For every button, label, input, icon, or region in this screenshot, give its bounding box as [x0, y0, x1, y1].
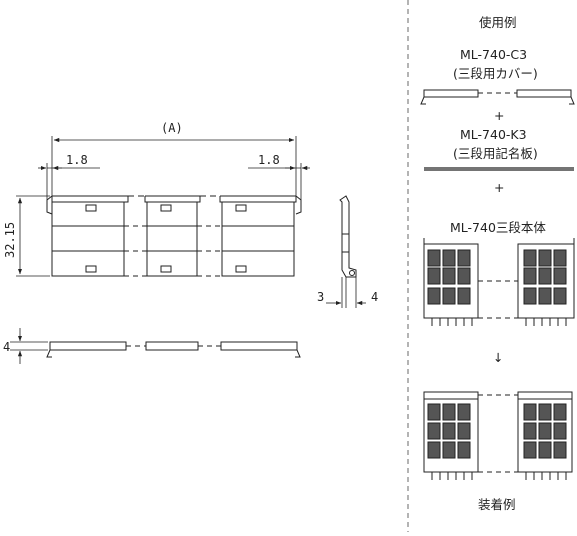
- dimension-left-label: 1.8: [66, 153, 88, 167]
- terminal-body-part: [423, 238, 575, 326]
- bottom-view: [10, 328, 301, 364]
- body-name-label: ML-740三段本体: [450, 220, 546, 235]
- assembled-example-label: 装着例: [478, 497, 516, 512]
- dimension-a-label: (A): [161, 121, 183, 135]
- dimension-a: [51, 136, 297, 196]
- bottom-dim-label: 4: [3, 340, 10, 354]
- side-dim-right-label: 4: [371, 290, 378, 304]
- plate-model-label: ML-740-K3: [460, 127, 527, 142]
- plate-name-label: (三段用記名板): [453, 146, 538, 161]
- dimension-height-label: 32.15: [3, 222, 17, 258]
- dimension-right-1-8: [248, 163, 310, 200]
- cover-name-label: (三段用カバー): [453, 66, 538, 81]
- side-view: [326, 195, 366, 308]
- plus-2: +: [494, 180, 504, 195]
- dimension-left-1-8: [38, 163, 100, 200]
- side-dim-left-label: 3: [317, 290, 324, 304]
- plus-1: +: [494, 108, 504, 123]
- usage-heading: 使用例: [479, 15, 517, 30]
- cover-model-label: ML-740-C3: [460, 47, 527, 62]
- front-view: [46, 195, 302, 277]
- assembled-part: [423, 391, 573, 480]
- arrow-down: ↓: [493, 350, 503, 365]
- dimension-height: [16, 195, 50, 277]
- cover-part: [420, 89, 575, 105]
- dimension-right-label: 1.8: [258, 153, 280, 167]
- name-plate-part: [424, 167, 574, 171]
